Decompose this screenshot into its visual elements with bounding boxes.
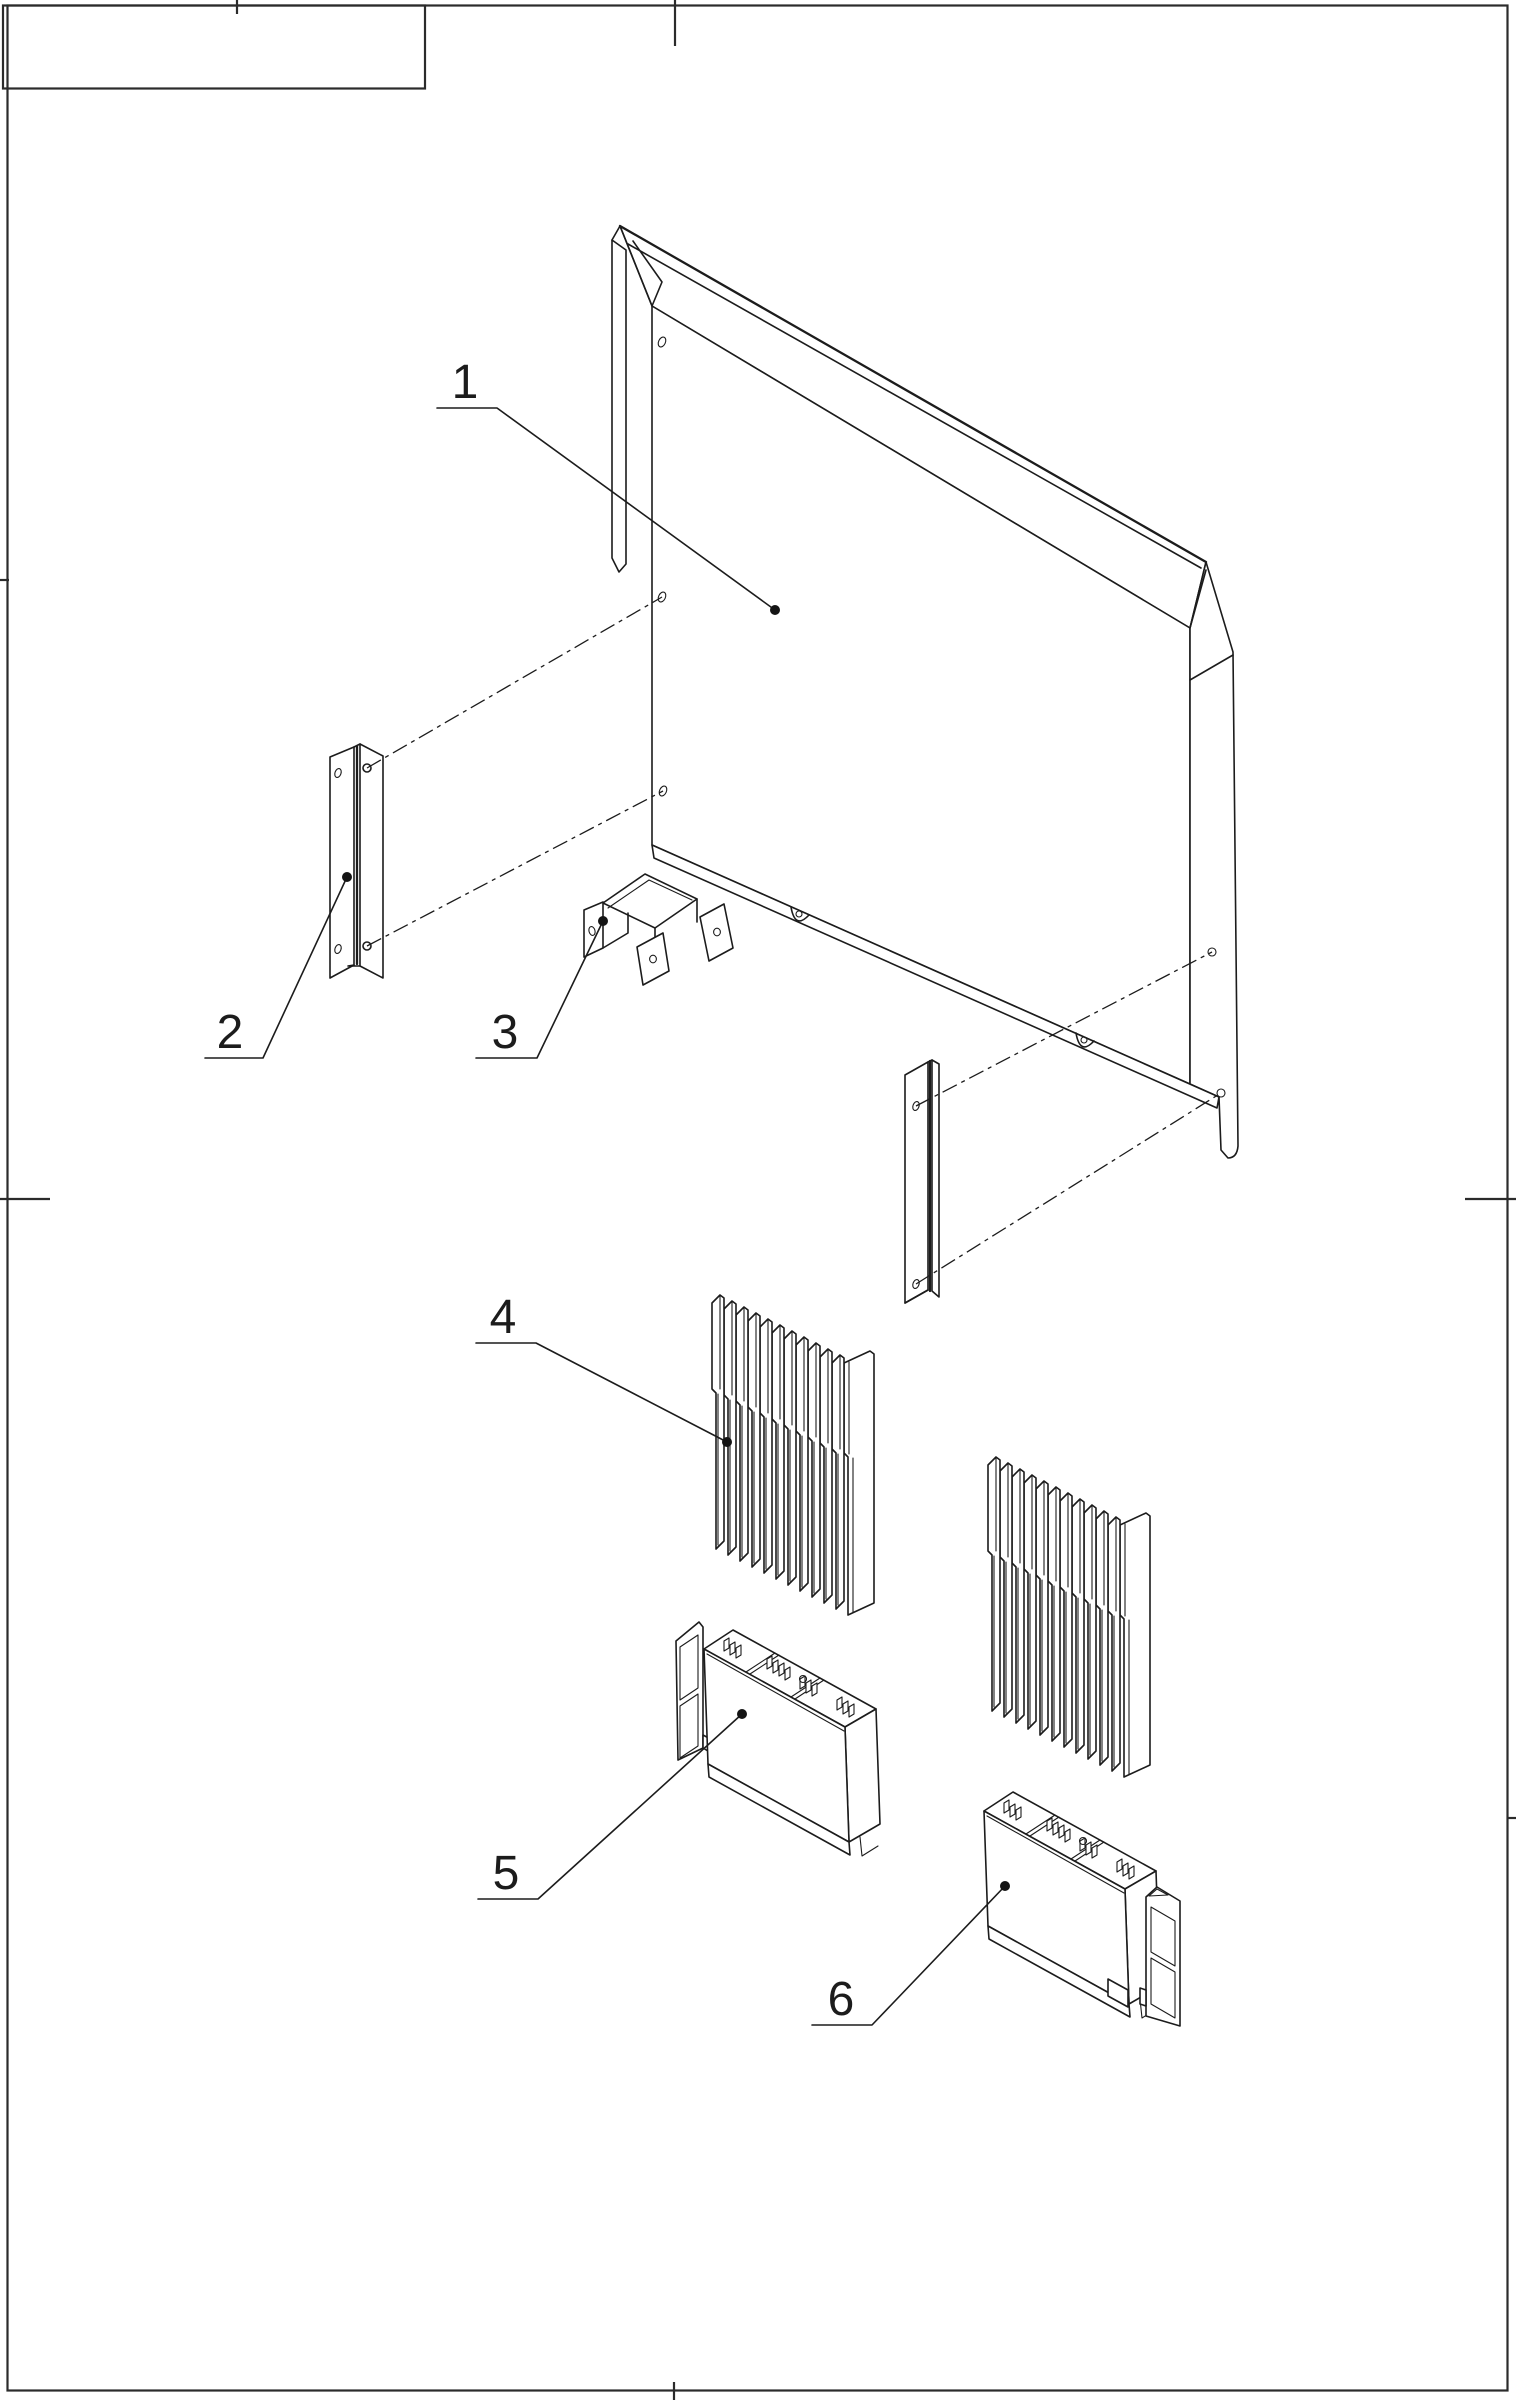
callout-4: 4	[490, 1291, 517, 1344]
leader-dot-1	[770, 605, 780, 615]
leader-1	[436, 407, 776, 611]
leader-dot-3	[598, 916, 608, 926]
panel-hole	[657, 591, 667, 603]
panel-hole	[658, 785, 668, 797]
leader-2	[204, 876, 348, 1059]
module-5-box	[704, 1630, 880, 1856]
module-6-bracket	[1139, 1886, 1181, 2027]
module-6-box	[984, 1792, 1160, 2018]
leader-4	[475, 1342, 728, 1443]
leader-6	[811, 1885, 1006, 2026]
leader-5	[477, 1713, 743, 1900]
leader-dot-2	[342, 872, 352, 882]
panel-hole	[1216, 1088, 1226, 1098]
panel-bottom-edge	[651, 844, 1220, 1109]
panel-hole	[1207, 947, 1217, 957]
bracket-part-2	[329, 743, 384, 979]
module-6-bottom-tab	[1107, 1978, 1129, 2008]
panel-left-flange	[611, 239, 627, 573]
module-part-5	[675, 1621, 880, 1856]
callout-5: 5	[493, 1847, 520, 1900]
callout-numbers: 1 2 3 4 5 6	[217, 356, 855, 2026]
callout-3: 3	[492, 1006, 519, 1059]
callout-1: 1	[452, 356, 479, 409]
leader-dot-6	[1000, 1881, 1010, 1891]
title-block	[1, 4, 427, 90]
panel-tab-hole-right	[1075, 1032, 1095, 1048]
panel-part-1	[611, 224, 1239, 1159]
clamp-part-3	[583, 873, 734, 986]
heatsink-part-4-right	[988, 1457, 1150, 1777]
panel-right-flange	[1189, 561, 1239, 1159]
panel-tab-hole-left	[790, 906, 810, 922]
bracket-right	[904, 1059, 940, 1304]
callout-2: 2	[217, 1006, 244, 1059]
panel-hole	[657, 336, 667, 348]
leader-3	[475, 920, 604, 1059]
leader-dot-5	[737, 1709, 747, 1719]
leader-lines	[204, 407, 1010, 2026]
module-part-6	[984, 1792, 1181, 2027]
callout-6: 6	[828, 1973, 855, 2026]
alignment-centerlines	[366, 596, 1222, 1285]
leader-dot-4	[722, 1437, 732, 1447]
heatsink-part-4-left	[712, 1295, 874, 1615]
